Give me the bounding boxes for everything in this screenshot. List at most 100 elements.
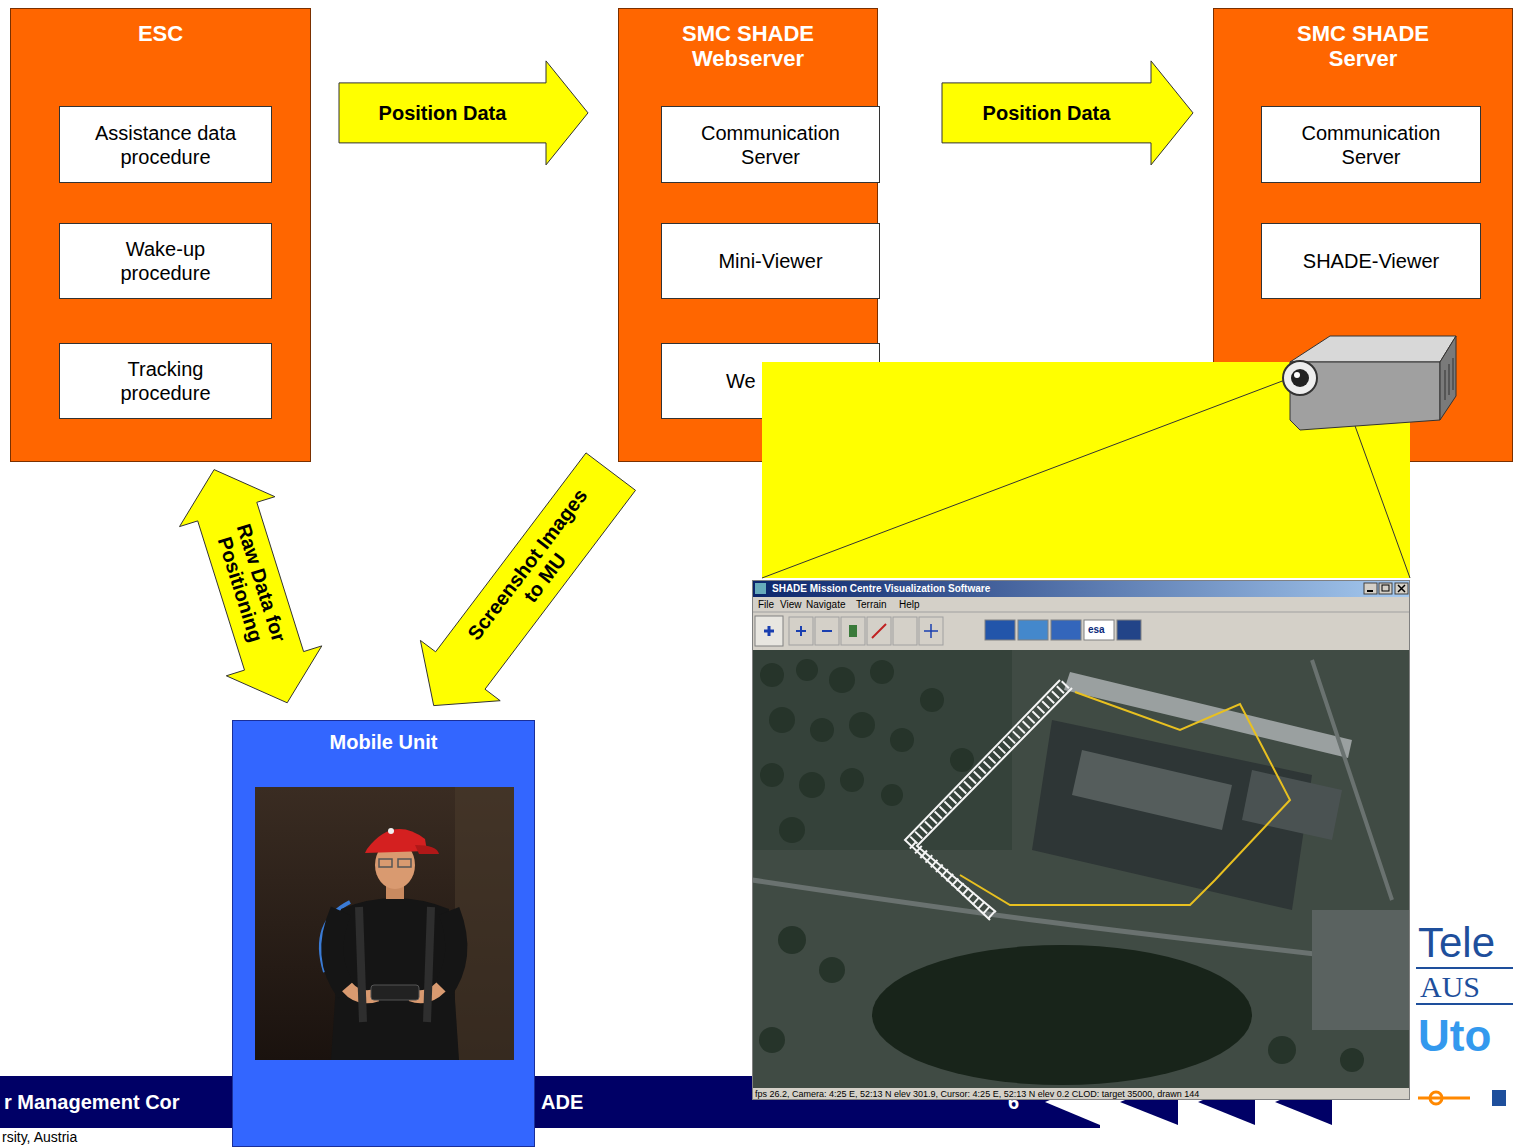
graphic-shape xyxy=(985,620,1015,640)
graphic-shape xyxy=(760,763,784,787)
box-label: We xyxy=(726,369,756,393)
graphic-shape xyxy=(1268,1036,1296,1064)
graphic-shape xyxy=(893,617,917,645)
graphic-shape xyxy=(1290,362,1440,430)
mobile-unit-box: Mobile Unit xyxy=(232,720,535,1147)
graphic-shape xyxy=(764,626,774,636)
graphic-shape xyxy=(1367,590,1373,592)
graphic-shape xyxy=(779,817,805,843)
menu-item: Terrain xyxy=(856,597,887,612)
graphic-shape xyxy=(960,692,1290,905)
graphic-shape xyxy=(881,784,903,806)
procedure-box: Tracking procedure xyxy=(59,343,272,419)
graphic-shape xyxy=(1416,1003,1513,1005)
graphic-shape xyxy=(849,712,875,738)
block-arrow xyxy=(420,453,635,706)
graphic-shape xyxy=(753,581,1410,1100)
graphic-shape xyxy=(379,859,392,867)
graphic-shape xyxy=(762,380,1285,578)
block-arrow xyxy=(942,61,1193,165)
graphic-shape xyxy=(1072,750,1232,830)
graphic-shape xyxy=(1051,620,1081,640)
graphic-shape xyxy=(388,828,394,834)
box-title: SMC SHADE Webserver xyxy=(658,21,838,72)
logo-text: Uto xyxy=(1418,1012,1491,1060)
box-title: ESC xyxy=(31,21,291,46)
graphic-shape xyxy=(1117,620,1141,640)
box-label: SHADE-Viewer xyxy=(1303,249,1439,273)
module-box: Communication Server xyxy=(661,106,880,183)
graphic-shape xyxy=(822,630,832,632)
graphic-shape xyxy=(796,626,806,636)
graphic-shape xyxy=(331,898,459,1060)
footer-text: r Management Cor xyxy=(4,1090,180,1114)
graphic-shape xyxy=(1312,660,1392,900)
graphic-shape xyxy=(1018,620,1048,640)
graphic-shape xyxy=(924,624,938,638)
graphic-shape xyxy=(867,617,891,645)
graphic-shape xyxy=(759,1027,785,1053)
graphic-shape xyxy=(870,660,894,684)
graphic-shape xyxy=(1449,364,1450,395)
box-label: Communication Server xyxy=(696,121,846,169)
graphic-shape xyxy=(1430,1092,1442,1104)
component-box: SMC SHADE ServerCommunication ServerSHAD… xyxy=(1213,8,1513,462)
module-box: Communication Server xyxy=(1261,106,1481,183)
box-label: Mini-Viewer xyxy=(718,249,822,273)
procedure-box: Wake-up procedure xyxy=(59,223,272,299)
window-title: SHADE Mission Centre Visualization Softw… xyxy=(772,580,990,597)
graphic-shape xyxy=(1395,583,1408,594)
graphic-shape xyxy=(778,926,806,954)
graphic-shape xyxy=(359,907,363,1022)
logo-text: AUS xyxy=(1420,970,1480,1003)
graphic-shape xyxy=(920,688,944,712)
graphic-shape xyxy=(1379,583,1392,594)
component-box: SMC SHADE WebserverCommunication ServerM… xyxy=(618,8,878,462)
menu-item: Help xyxy=(899,597,920,612)
graphic-shape xyxy=(919,617,943,645)
graphic-shape xyxy=(905,680,1072,920)
box-title: SMC SHADE Server xyxy=(1273,21,1453,72)
graphic-shape xyxy=(1242,770,1342,840)
graphic-shape xyxy=(1291,369,1309,387)
box-title: Mobile Unit xyxy=(240,730,527,754)
footer-text: ADE xyxy=(541,1090,583,1114)
graphic-shape xyxy=(1440,336,1456,420)
graphic-shape xyxy=(1084,620,1114,640)
graphic-shape xyxy=(789,617,813,645)
graphic-shape xyxy=(415,845,439,854)
graphic-shape xyxy=(759,926,1364,1072)
person-photo xyxy=(255,787,514,1060)
graphic-shape xyxy=(1064,672,1352,758)
module-box: SHADE-Viewer xyxy=(1261,223,1481,299)
graphic-shape xyxy=(829,667,855,693)
box-label: Tracking procedure xyxy=(91,357,241,405)
menu-item: File xyxy=(758,597,774,612)
graphic-shape xyxy=(1364,583,1377,594)
graphic-shape xyxy=(796,659,818,681)
graphic-shape xyxy=(255,787,514,1060)
graphic-shape xyxy=(815,617,839,645)
graphic-shape xyxy=(1340,1048,1364,1072)
graphic-shape xyxy=(849,625,857,637)
graphic-shape xyxy=(760,663,784,687)
menu-item: View xyxy=(780,597,802,612)
graphic-shape xyxy=(332,911,347,992)
block-arrow xyxy=(180,470,322,703)
graphic-shape xyxy=(1445,370,1446,400)
box-label: Assistance data procedure xyxy=(91,121,241,169)
graphic-shape xyxy=(371,985,419,1000)
software-screenshot xyxy=(752,580,1410,1100)
box-label: Wake-up procedure xyxy=(91,237,241,285)
graphic-shape xyxy=(752,580,1410,597)
arrow-label: Position Data xyxy=(379,102,507,124)
graphic-shape xyxy=(799,772,825,798)
graphic-shape xyxy=(752,1088,1410,1100)
graphic-shape xyxy=(755,583,766,594)
procedure-box: Assistance data procedure xyxy=(59,106,272,183)
module-box: Mini-Viewer xyxy=(661,223,880,299)
graphic-shape xyxy=(1416,967,1513,969)
graphic-shape xyxy=(398,859,411,867)
graphic-shape xyxy=(752,650,1012,850)
